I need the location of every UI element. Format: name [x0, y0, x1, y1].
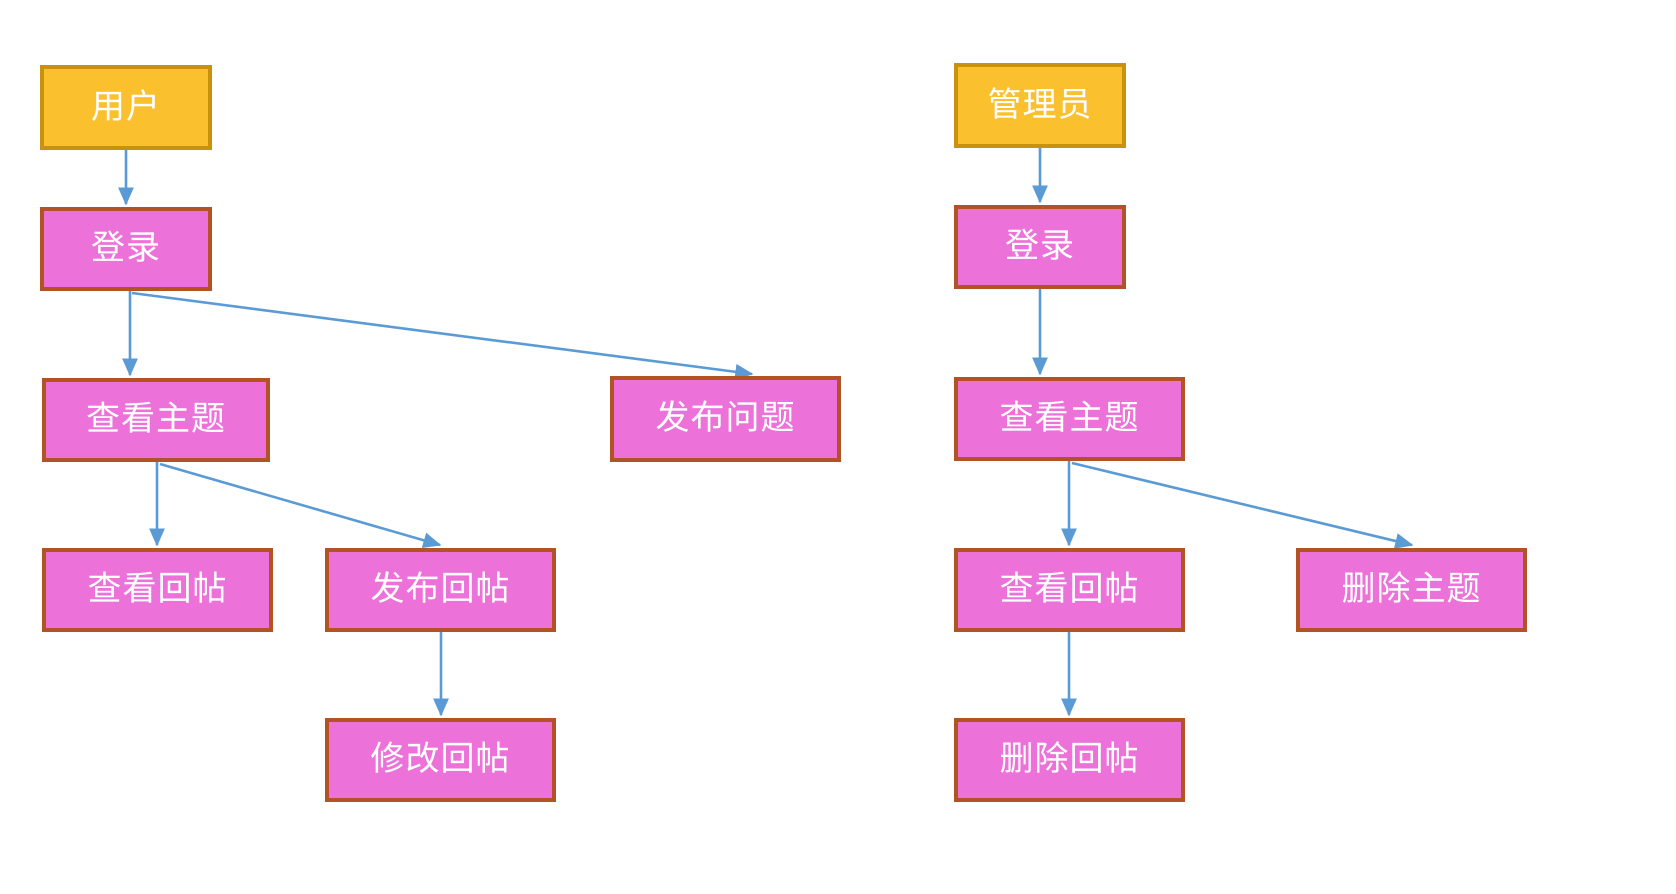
node-admin_login[interactable]: 登录	[954, 205, 1126, 289]
node-del_topic[interactable]: 删除主题	[1296, 548, 1527, 632]
node-label-user: 用户	[91, 88, 161, 126]
edge-view_topic-to-post_reply	[159, 462, 442, 549]
node-a_view_reply[interactable]: 查看回帖	[954, 548, 1185, 632]
node-user_login[interactable]: 登录	[40, 207, 212, 291]
node-label-del_reply: 删除回帖	[999, 741, 1140, 778]
node-post_reply[interactable]: 发布回帖	[325, 548, 556, 632]
node-label-a_view_topic: 查看主题	[999, 400, 1140, 437]
node-edit_reply[interactable]: 修改回帖	[325, 718, 556, 802]
node-admin[interactable]: 管理员	[954, 63, 1126, 148]
node-label-admin_login: 登录	[1005, 228, 1075, 265]
edge-a_view_topic-to-del_topic	[1071, 461, 1414, 549]
node-label-post_question: 发布问题	[655, 400, 796, 437]
node-user[interactable]: 用户	[40, 65, 212, 150]
node-post_question[interactable]: 发布问题	[610, 376, 841, 462]
edge-user_login-to-post_question	[131, 291, 754, 380]
node-label-del_topic: 删除主题	[1341, 571, 1482, 608]
node-label-post_reply: 发布回帖	[370, 571, 511, 608]
node-view_reply[interactable]: 查看回帖	[42, 548, 273, 632]
node-label-edit_reply: 修改回帖	[370, 741, 511, 778]
node-a_view_topic[interactable]: 查看主题	[954, 377, 1185, 461]
node-view_topic[interactable]: 查看主题	[42, 378, 270, 462]
node-label-a_view_reply: 查看回帖	[999, 571, 1140, 608]
node-label-view_reply: 查看回帖	[87, 571, 228, 608]
node-label-admin: 管理员	[987, 86, 1093, 124]
node-label-view_topic: 查看主题	[86, 401, 226, 438]
node-del_reply[interactable]: 删除回帖	[954, 718, 1185, 802]
node-label-user_login: 登录	[91, 230, 161, 267]
